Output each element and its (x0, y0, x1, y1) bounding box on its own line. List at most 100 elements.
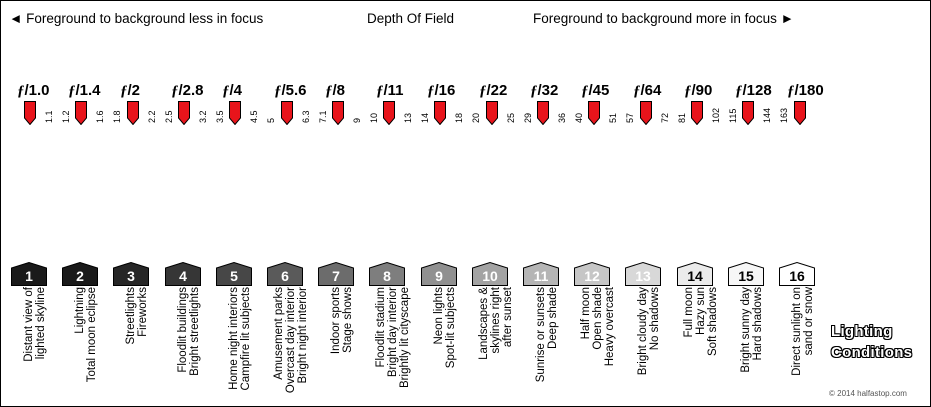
lighting-level-badge: 9 (421, 262, 457, 286)
third-stop-label: 9 (352, 117, 362, 123)
lighting-level-number: 16 (789, 268, 805, 284)
lighting-level-number: 6 (281, 268, 289, 284)
lighting-level-number: 13 (635, 268, 651, 284)
description-line: Neon lights (433, 287, 445, 345)
lighting-level-number: 2 (76, 268, 84, 284)
level-pentagon-shape (421, 262, 457, 286)
level-pentagon-shape (574, 262, 610, 286)
f-stop-label: ƒ/22 (479, 82, 507, 100)
f-stop-marker (178, 101, 190, 125)
level-pentagon-shape (11, 262, 47, 286)
f-stop-label: ƒ/16 (427, 82, 455, 100)
f-number-symbol: ƒ (581, 83, 589, 99)
f-number-symbol: ƒ (787, 83, 795, 99)
third-stop-label: 14 (420, 112, 430, 123)
f-stop-marker (486, 101, 498, 125)
third-stop-label: 1.1 (44, 110, 54, 123)
description-line: Landscapes & (478, 287, 490, 360)
third-stop-label: 2.2 (147, 110, 157, 123)
f-number-symbol: ƒ (68, 83, 76, 99)
lighting-level-number: 15 (738, 268, 754, 284)
f-stop-value: /22 (486, 82, 508, 99)
f-stop-value: /128 (742, 82, 772, 99)
description-line: Bright sunny day (740, 287, 752, 373)
f-stop-label: ƒ/1.4 (68, 82, 101, 100)
description-line: lighted skyline (35, 287, 47, 360)
f-stop-label: ƒ/45 (581, 82, 609, 100)
level-pentagon-shape (677, 262, 713, 286)
lighting-level-badge: 7 (318, 262, 354, 286)
lighting-level-badge: 13 (625, 262, 661, 286)
third-stop-label: 3.2 (198, 110, 208, 123)
description-line: Total moon eclipse (86, 287, 98, 383)
description-line: sand or snow (803, 287, 815, 356)
level-pentagon-shape (779, 262, 815, 286)
f-number-symbol: ƒ (17, 83, 25, 99)
third-stop-label: 3.5 (215, 110, 225, 123)
lighting-level-number: 4 (179, 268, 187, 284)
f-stop-label: ƒ/2.8 (171, 82, 204, 100)
f-stop-marker (640, 101, 652, 125)
description-line: Hazy sun (695, 287, 707, 335)
f-stop-label: ƒ/90 (684, 82, 712, 100)
level-pentagon-shape (523, 262, 559, 286)
third-stop-label: 10 (369, 112, 379, 123)
description-line: after sunset (502, 287, 514, 348)
f-stop-label: ƒ/2 (120, 82, 140, 100)
third-stop-label: 6.3 (301, 110, 311, 123)
description-line: Floodlit stadium (375, 287, 387, 368)
lighting-conditions-title-line: Conditions (831, 344, 913, 361)
f-stop-marker (383, 101, 395, 125)
f-stop-label: ƒ/180 (787, 82, 824, 100)
f-stop-label: ƒ/128 (735, 82, 772, 100)
f-number-symbol: ƒ (530, 83, 538, 99)
depth-of-field-title: Depth Of Field (367, 11, 455, 26)
f-stop-marker (588, 101, 600, 125)
third-stop-label: 7.1 (318, 110, 328, 123)
description-line: Sunrise or sunsets (535, 287, 547, 383)
description-line: Bright streetlights (189, 287, 201, 376)
third-stop-label: 51 (608, 112, 618, 123)
description-line: Bright night interior (297, 287, 309, 384)
description-line: Home night interiors (228, 287, 240, 390)
level-pentagon-shape (728, 262, 764, 286)
description-line: Heavy overcast (604, 287, 616, 367)
f-number-symbol: ƒ (427, 83, 435, 99)
third-stop-label: 13 (403, 112, 413, 123)
f-number-symbol: ƒ (376, 83, 384, 99)
lighting-level-badge: 4 (165, 262, 201, 286)
third-stop-label: 29 (523, 112, 533, 123)
f-stop-label: ƒ/4 (222, 82, 242, 100)
f-stop-value: /45 (588, 82, 610, 99)
f-stop-value: /180 (794, 82, 824, 99)
lighting-level-badge: 1 (11, 262, 47, 286)
f-stop-marker (332, 101, 344, 125)
lighting-level-badge: 12 (574, 262, 610, 286)
f-number-symbol: ƒ (274, 83, 282, 99)
level-pentagon-shape (318, 262, 354, 286)
f-number-symbol: ƒ (120, 83, 128, 99)
lighting-level-badge: 14 (677, 262, 713, 286)
f-stop-value: /8 (332, 82, 346, 99)
description-line: Deep shade (547, 287, 559, 350)
description-line: Direct sunlight on (791, 287, 803, 376)
f-number-symbol: ƒ (479, 83, 487, 99)
level-pentagon-shape (625, 262, 661, 286)
f-stop-value: /4 (229, 82, 243, 99)
f-number-symbol: ƒ (171, 83, 179, 99)
description-line: Lightning (74, 287, 86, 334)
f-stop-label: ƒ/5.6 (274, 82, 307, 100)
f-number-symbol: ƒ (222, 83, 230, 99)
third-stop-label: 1.8 (112, 110, 122, 123)
lighting-level-badge: 8 (369, 262, 405, 286)
